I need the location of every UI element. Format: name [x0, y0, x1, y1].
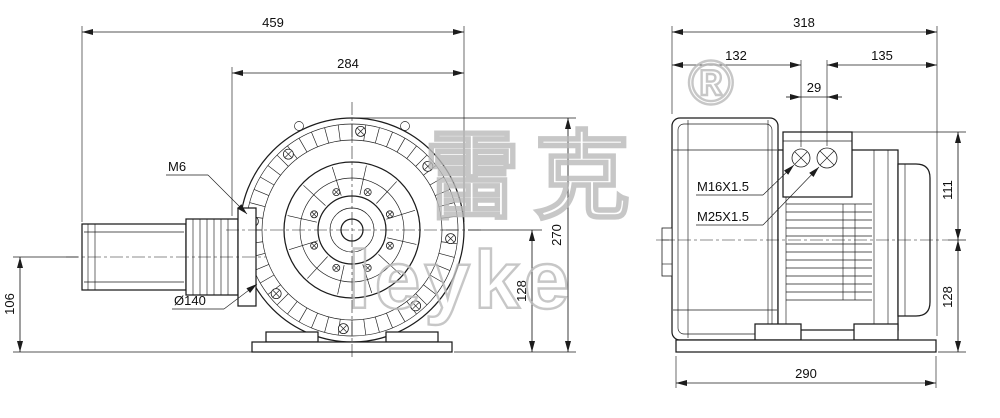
drawing-line: [387, 243, 393, 249]
side-view: [656, 117, 948, 353]
drawing-line: [285, 150, 292, 158]
front-dimensions: 459 284 270 128 106 M6 Ø140: [2, 15, 576, 353]
dim-overall-depth: 318: [793, 15, 815, 30]
drawing-line: [307, 256, 328, 279]
drawing-line: [359, 165, 367, 195]
foot-riser: [265, 331, 319, 343]
drawing-line: [311, 313, 318, 329]
drawing-line: [337, 124, 341, 141]
drawing-line: [396, 307, 406, 322]
drawing-line: [324, 316, 330, 333]
drawing-line: [287, 215, 317, 223]
rim-tab-hole: [400, 121, 410, 131]
drawing-line: [387, 211, 393, 217]
drawing-line: [287, 301, 298, 315]
rim-tab-hole: [294, 121, 304, 131]
drawing-line: [438, 252, 455, 258]
leader-line: [207, 174, 248, 215]
drawing-line: [363, 319, 367, 336]
foot-riser: [385, 331, 439, 343]
drawing-line: [253, 189, 269, 196]
drawing-line: [298, 138, 308, 153]
drawing-line: [333, 189, 339, 195]
drawing-line: [311, 211, 317, 217]
drawing-line: [424, 163, 432, 170]
dim-gland-spacing: 29: [807, 80, 821, 95]
drawing-line: [311, 131, 318, 147]
dim-gland-to-rear: 135: [871, 48, 893, 63]
drawing-line: [376, 181, 397, 204]
dim-overall-height: 270: [549, 224, 564, 246]
base-plate-side: [675, 339, 937, 353]
drawing-line: [340, 325, 347, 332]
gland-cross: [819, 150, 835, 166]
drawing-line: [333, 265, 339, 271]
drawing-line: [435, 264, 451, 271]
drawing-line: [412, 302, 419, 310]
dim-port-axis-to-base: 106: [2, 293, 17, 315]
motor-foot: [754, 323, 802, 341]
drawing-line: [260, 176, 275, 186]
drawing-line: [267, 165, 281, 176]
drawing-line: [311, 243, 317, 249]
dim-body-width: 284: [337, 56, 359, 71]
callout-screw-thread: M6: [168, 159, 186, 174]
inlet-port-side: [661, 227, 673, 277]
callout-port-diameter: Ø140: [174, 293, 206, 308]
drawing-line: [441, 215, 458, 219]
drawing-line: [429, 176, 444, 186]
drawing-line: [365, 189, 371, 195]
drawing-line: [438, 202, 455, 208]
cover-spokes: [287, 165, 417, 295]
callout-cable-gland-1: M16X1.5: [697, 179, 749, 194]
side-dimensions: 318 132 135 29 111 128 290 M16X1.5 M25X1…: [671, 15, 966, 388]
dim-front-to-gland: 132: [725, 48, 747, 63]
drawing-line: [406, 145, 417, 159]
dim-base-depth: 290: [795, 366, 817, 381]
dim-overall-width: 459: [262, 15, 284, 30]
watermark-registered-mark: ®: [688, 49, 734, 118]
drawing-line: [435, 189, 451, 196]
watermark: ® 雷克 leyke: [347, 48, 735, 327]
front-view: [66, 102, 482, 358]
watermark-latin-text: leyke: [348, 235, 573, 326]
leader-line: [762, 164, 795, 196]
drawing-line: [415, 293, 428, 306]
drawing-line: [276, 154, 289, 167]
dim-box-top-to-axis: 111: [940, 180, 955, 200]
leader-line: [223, 283, 258, 310]
drawing-line: [415, 154, 428, 167]
drawing-line: [357, 128, 364, 135]
motor-foot: [853, 323, 899, 341]
callout-cable-gland-2: M25X1.5: [697, 209, 749, 224]
motor-fin-lines: [786, 203, 872, 301]
drawing-line: [260, 274, 275, 284]
drawing-line: [324, 127, 330, 144]
drawing-line: [386, 313, 393, 329]
drawing-line: [387, 237, 417, 245]
drawing-line: [276, 293, 289, 306]
drawing-line: [303, 185, 326, 206]
housing-side-inner: [677, 123, 773, 335]
drawing-line: [423, 284, 437, 295]
dim-axis-to-base-side: 128: [940, 286, 955, 308]
terminal-box: [782, 131, 853, 198]
drawing-line: [298, 307, 308, 322]
drawing-line: [249, 202, 266, 208]
gland-cross: [794, 151, 808, 165]
drawing-line: [386, 131, 393, 147]
watermark-cn-text: 雷克: [424, 124, 644, 231]
leader-line: [762, 166, 820, 226]
drawing-line: [429, 274, 444, 284]
drawing-line: [374, 127, 380, 144]
drawing-line: [378, 254, 401, 275]
drawing-line: [374, 316, 380, 333]
drawing-line: [396, 138, 406, 153]
drawing-line: [365, 265, 371, 271]
drawing-line: [337, 265, 345, 295]
drawing-line: [447, 235, 454, 242]
drawing-line: [272, 290, 280, 297]
dim-axis-to-base: 128: [514, 280, 529, 302]
